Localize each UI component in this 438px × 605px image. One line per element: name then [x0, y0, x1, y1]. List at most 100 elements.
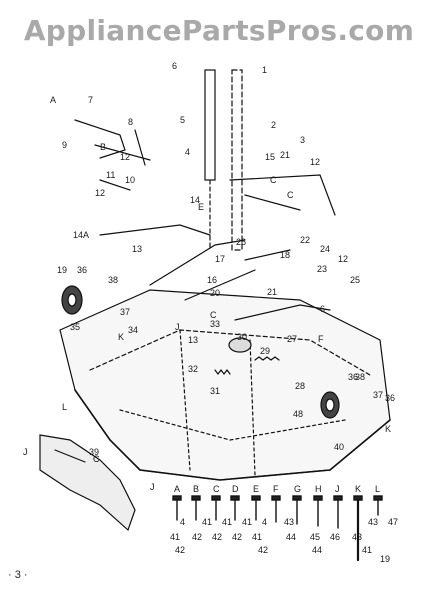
legend-letter: A [174, 484, 180, 494]
callout-30: 30 [237, 332, 247, 342]
callout-24: 24 [320, 244, 330, 254]
callout-17: 17 [215, 254, 225, 264]
legend-letter: G [294, 484, 301, 494]
callout-27: 27 [287, 334, 297, 344]
legend-letter: J [335, 484, 340, 494]
legend-row3-value: 44 [312, 545, 322, 555]
callout-28: 28 [295, 381, 305, 391]
callout-35: 35 [70, 322, 80, 332]
springs [214, 356, 280, 375]
callout-38: 38 [108, 275, 118, 285]
callout-f: F [318, 334, 324, 344]
callout-18: 18 [280, 250, 290, 260]
legend-row2-value: 42 [232, 532, 242, 542]
callout-31: 31 [210, 386, 220, 396]
callout-15: 15 [265, 152, 275, 162]
callout-21: 21 [267, 287, 277, 297]
legend-letter: H [315, 484, 322, 494]
legend-letter: D [232, 484, 239, 494]
legend-row3-value: 42 [175, 545, 185, 555]
drive-shaft [204, 69, 243, 251]
callout-29: 29 [260, 346, 270, 356]
callout-2: 2 [271, 120, 276, 130]
callout-36: 36 [385, 393, 395, 403]
callout-34: 34 [128, 325, 138, 335]
idler-pulley [228, 337, 252, 353]
callout-8: 8 [128, 117, 133, 127]
callout-5: 5 [180, 115, 185, 125]
callout-21: 21 [280, 150, 290, 160]
callout-12: 12 [310, 157, 320, 167]
callout-k: K [385, 424, 391, 434]
front-bracket [39, 434, 136, 532]
callout-12: 12 [95, 188, 105, 198]
legend-letter: K [355, 484, 361, 494]
legend-row2-value: 42 [192, 532, 202, 542]
legend-row1-value: 43 [368, 517, 378, 527]
callout-25: 25 [350, 275, 360, 285]
callout-4: 4 [185, 147, 190, 157]
lift-linkage-upper [74, 119, 336, 216]
legend-row2-value: 41 [252, 532, 262, 542]
callout-33: 33 [210, 319, 220, 329]
legend-row2-value: 41 [170, 532, 180, 542]
callout-6: 6 [320, 304, 325, 314]
callout-l: L [62, 402, 67, 412]
callout-k: K [118, 332, 124, 342]
callout-48: 48 [293, 409, 303, 419]
callout-26: 26 [236, 237, 246, 247]
callout-11: 11 [106, 170, 115, 180]
callout-32: 32 [188, 364, 198, 374]
pulley-right [320, 391, 340, 419]
legend-row2-value: 46 [330, 532, 340, 542]
legend-row1-value: 41 [222, 517, 232, 527]
callout-39: 39 [89, 447, 99, 457]
callout-37: 37 [373, 390, 383, 400]
callout-13: 13 [132, 244, 142, 254]
lift-rods [99, 224, 331, 321]
callout-14: 14 [190, 195, 200, 205]
legend-row1-value: 4 [180, 517, 185, 527]
callout-36: 36 [77, 265, 87, 275]
callout-a: A [50, 95, 56, 105]
legend-letter: E [253, 484, 259, 494]
legend-row2-value: 44 [286, 532, 296, 542]
legend-row1-value: 43 [284, 517, 294, 527]
callout-1: 1 [262, 65, 267, 75]
callout-9: 9 [62, 140, 67, 150]
callout-38: 38 [355, 372, 365, 382]
callout-e: E [198, 202, 204, 212]
legend-letter: L [375, 484, 380, 494]
callout-23: 23 [317, 264, 327, 274]
callout-b: B [100, 142, 106, 152]
legend-row2-value: 42 [212, 532, 222, 542]
callout-6: 6 [172, 61, 177, 71]
hardware-legend [172, 495, 383, 562]
callout-13: 13 [188, 335, 198, 345]
legend-letter: F [273, 484, 279, 494]
legend-letter: B [193, 484, 199, 494]
legend-row1-value: 4 [262, 517, 267, 527]
page-number: · 3 · [8, 569, 28, 581]
legend-row3-value: 19 [380, 554, 390, 564]
callout-10: 10 [125, 175, 135, 185]
callout-22: 22 [300, 235, 310, 245]
callout-14a: 14A [73, 230, 89, 240]
callout-40: 40 [334, 442, 344, 452]
legend-row2-value: 43 [352, 532, 362, 542]
callout-12: 12 [120, 152, 130, 162]
legend-row1-value: 41 [242, 517, 252, 527]
callout-36: 36 [348, 372, 358, 382]
callout-c: C [270, 175, 277, 185]
legend-row3-value: 41 [362, 545, 372, 555]
callout-12: 12 [338, 254, 348, 264]
callout-20: 20 [210, 288, 220, 298]
callout-7: 7 [88, 95, 93, 105]
callout-j: J [175, 322, 180, 332]
legend-row1-value: 47 [388, 517, 398, 527]
pulley-left [61, 285, 83, 315]
mower-deck [59, 289, 391, 481]
